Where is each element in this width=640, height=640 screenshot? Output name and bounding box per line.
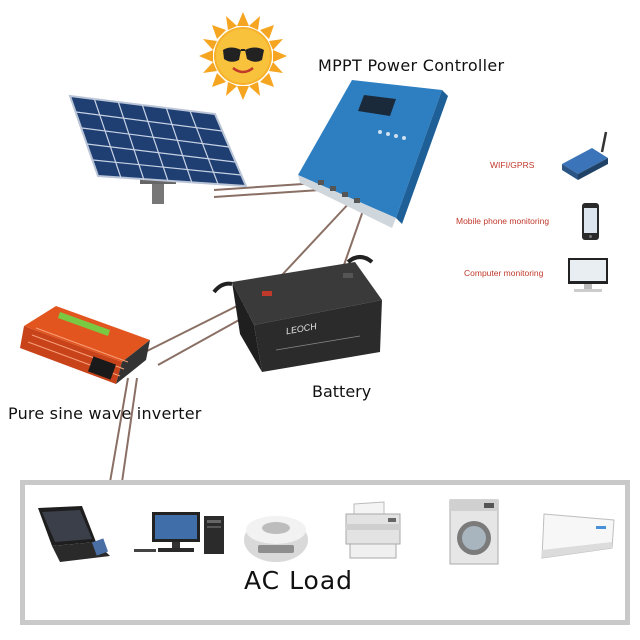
controller-to-battery-wire-2: [338, 205, 365, 282]
panel-to-controller-wire-2: [214, 190, 320, 197]
inverter-to-load-wire-2: [122, 378, 137, 482]
computer-monitoring-label: Computer monitoring: [464, 268, 543, 278]
wifi-gprs-label: WIFI/GPRS: [490, 160, 534, 170]
ac-load-frame: [20, 480, 630, 625]
mobile-monitoring-label: Mobile phone monitoring: [456, 216, 549, 226]
inverter-to-load-wire-1: [110, 378, 128, 482]
panel-to-controller-wire-1: [214, 183, 318, 190]
controller-label: MPPT Power Controller: [318, 56, 504, 75]
inverter-label: Pure sine wave inverter: [8, 404, 202, 423]
battery-label: Battery: [312, 382, 371, 401]
ac-load-label: AC Load: [244, 566, 353, 595]
